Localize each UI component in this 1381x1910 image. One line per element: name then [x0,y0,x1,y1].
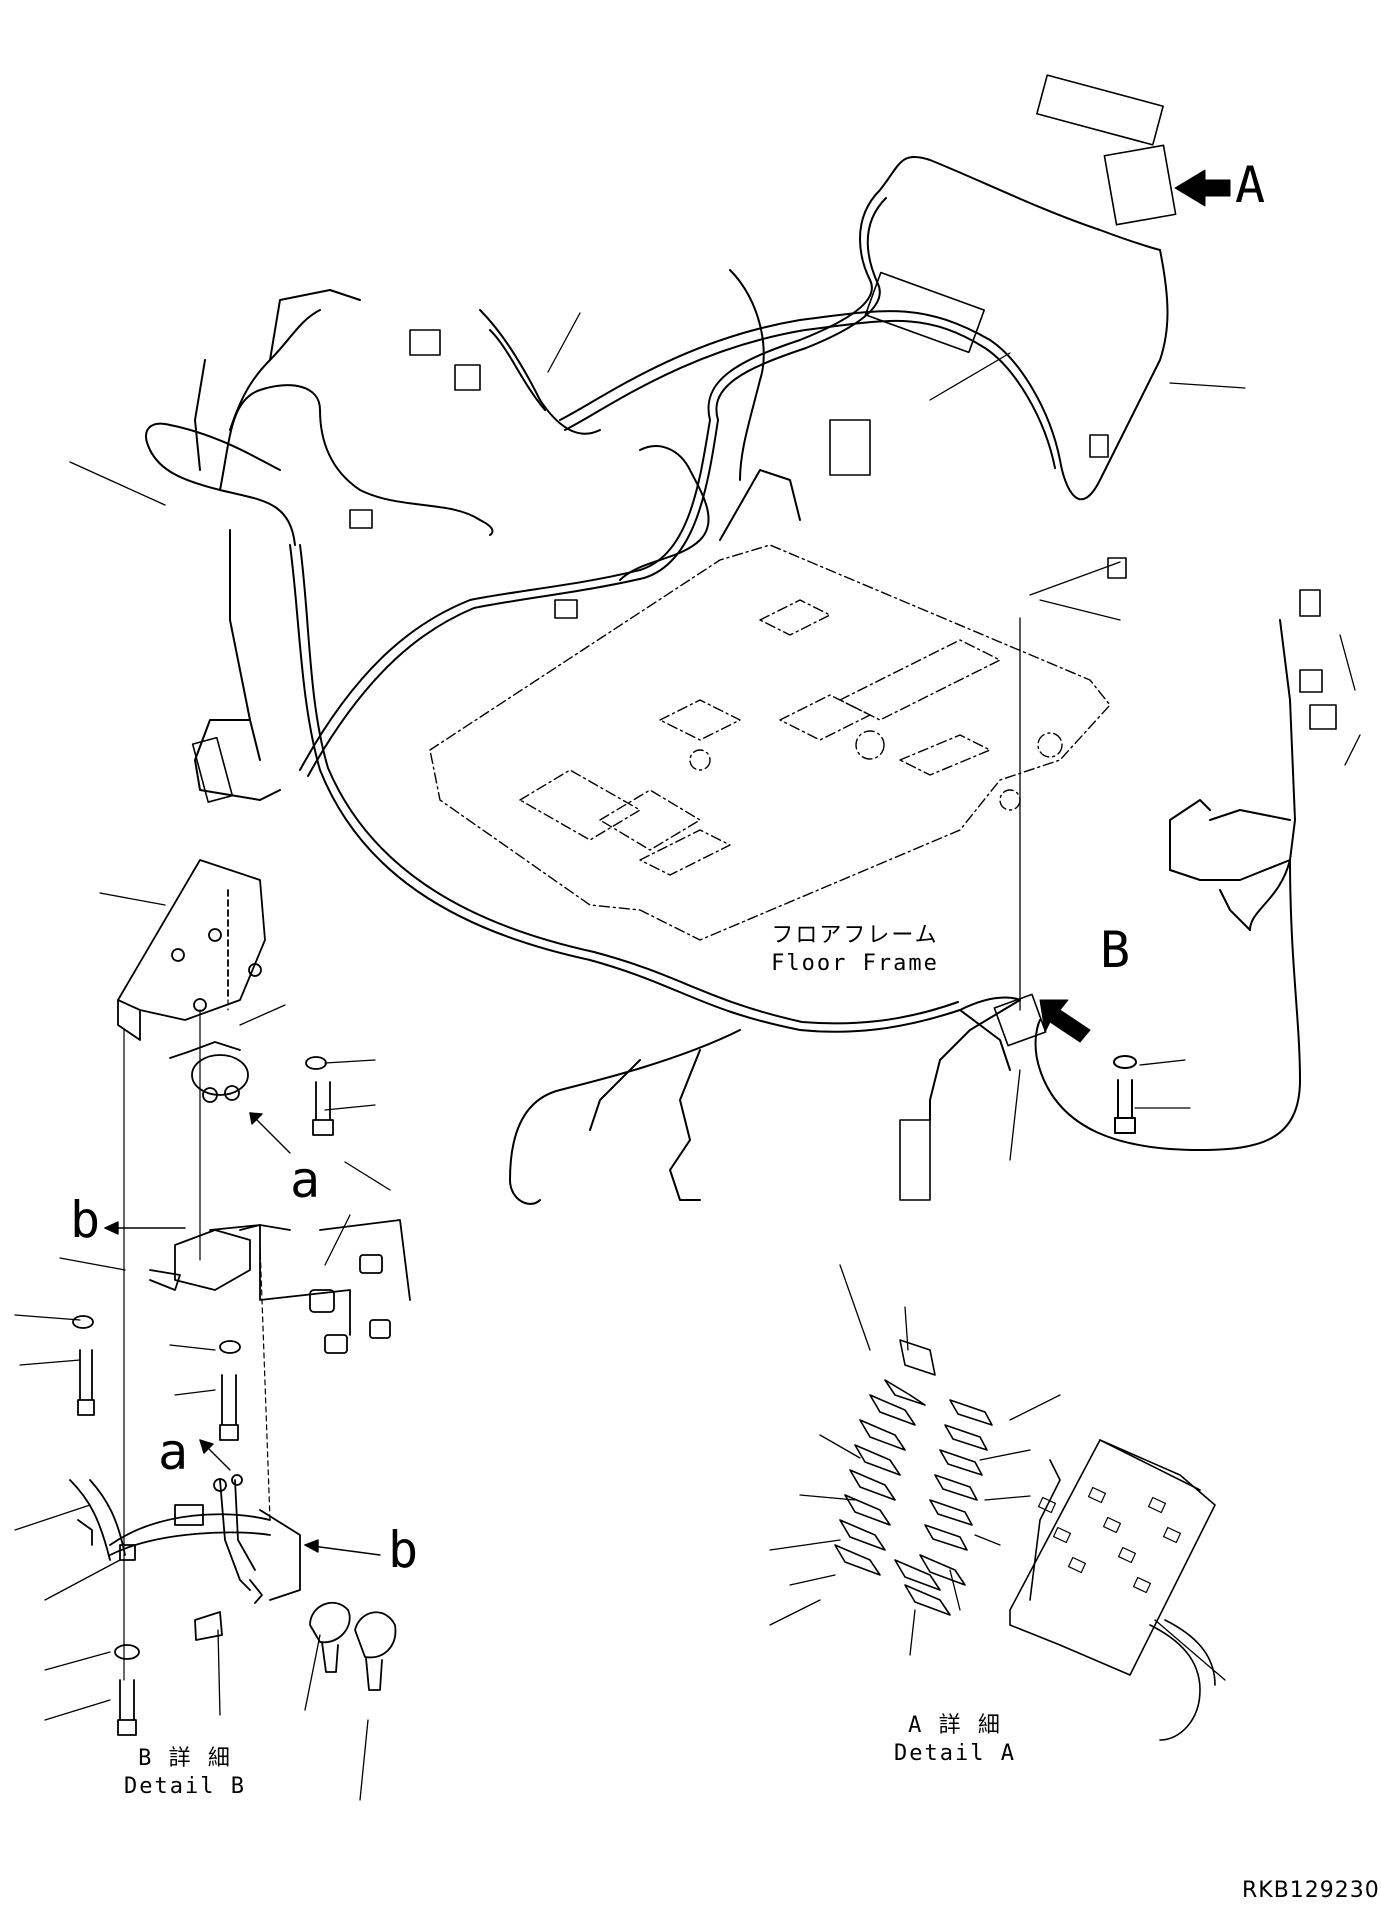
detail-b-title-ja: B 詳 細 [138,1746,232,1771]
detail-a-assembly [835,1340,1215,1740]
leader-lines [15,313,1360,1800]
floor-frame-label-en: Floor Frame [771,951,939,976]
label-b-detail-left: b [70,1191,101,1249]
upper-middle-harness [480,270,800,580]
pin-group-left [835,1340,965,1615]
left-branch-harness [146,290,492,800]
detail-b-assembly [70,860,410,1735]
drawing-code: RKB129230 [1242,1878,1380,1903]
label-a-detail-upper: a [290,1151,321,1209]
floor-frame-label-ja: フロアフレーム [771,923,939,948]
pin-group-right [925,1400,992,1550]
floor-frame-outline [430,545,1110,940]
label-b-detail-lower: b [388,1521,419,1579]
right-harness [1036,620,1300,1150]
callout-arrows [1040,170,1230,1042]
label-a: A [1235,156,1266,214]
connectors [193,75,1336,1200]
detail-b-title-en: Detail B [124,1774,246,1799]
arrow-b [1040,1000,1090,1042]
lower-branch-harness [510,1000,1020,1204]
arrow-a [1175,170,1230,206]
detail-a-title-ja: A 詳 細 [908,1713,1002,1738]
detail-a-title-en: Detail A [894,1741,1016,1766]
label-a-detail-lower: a [158,1423,189,1481]
label-b: B [1100,921,1131,979]
main-harness [290,157,1168,1032]
detail-arrows [105,1113,380,1555]
